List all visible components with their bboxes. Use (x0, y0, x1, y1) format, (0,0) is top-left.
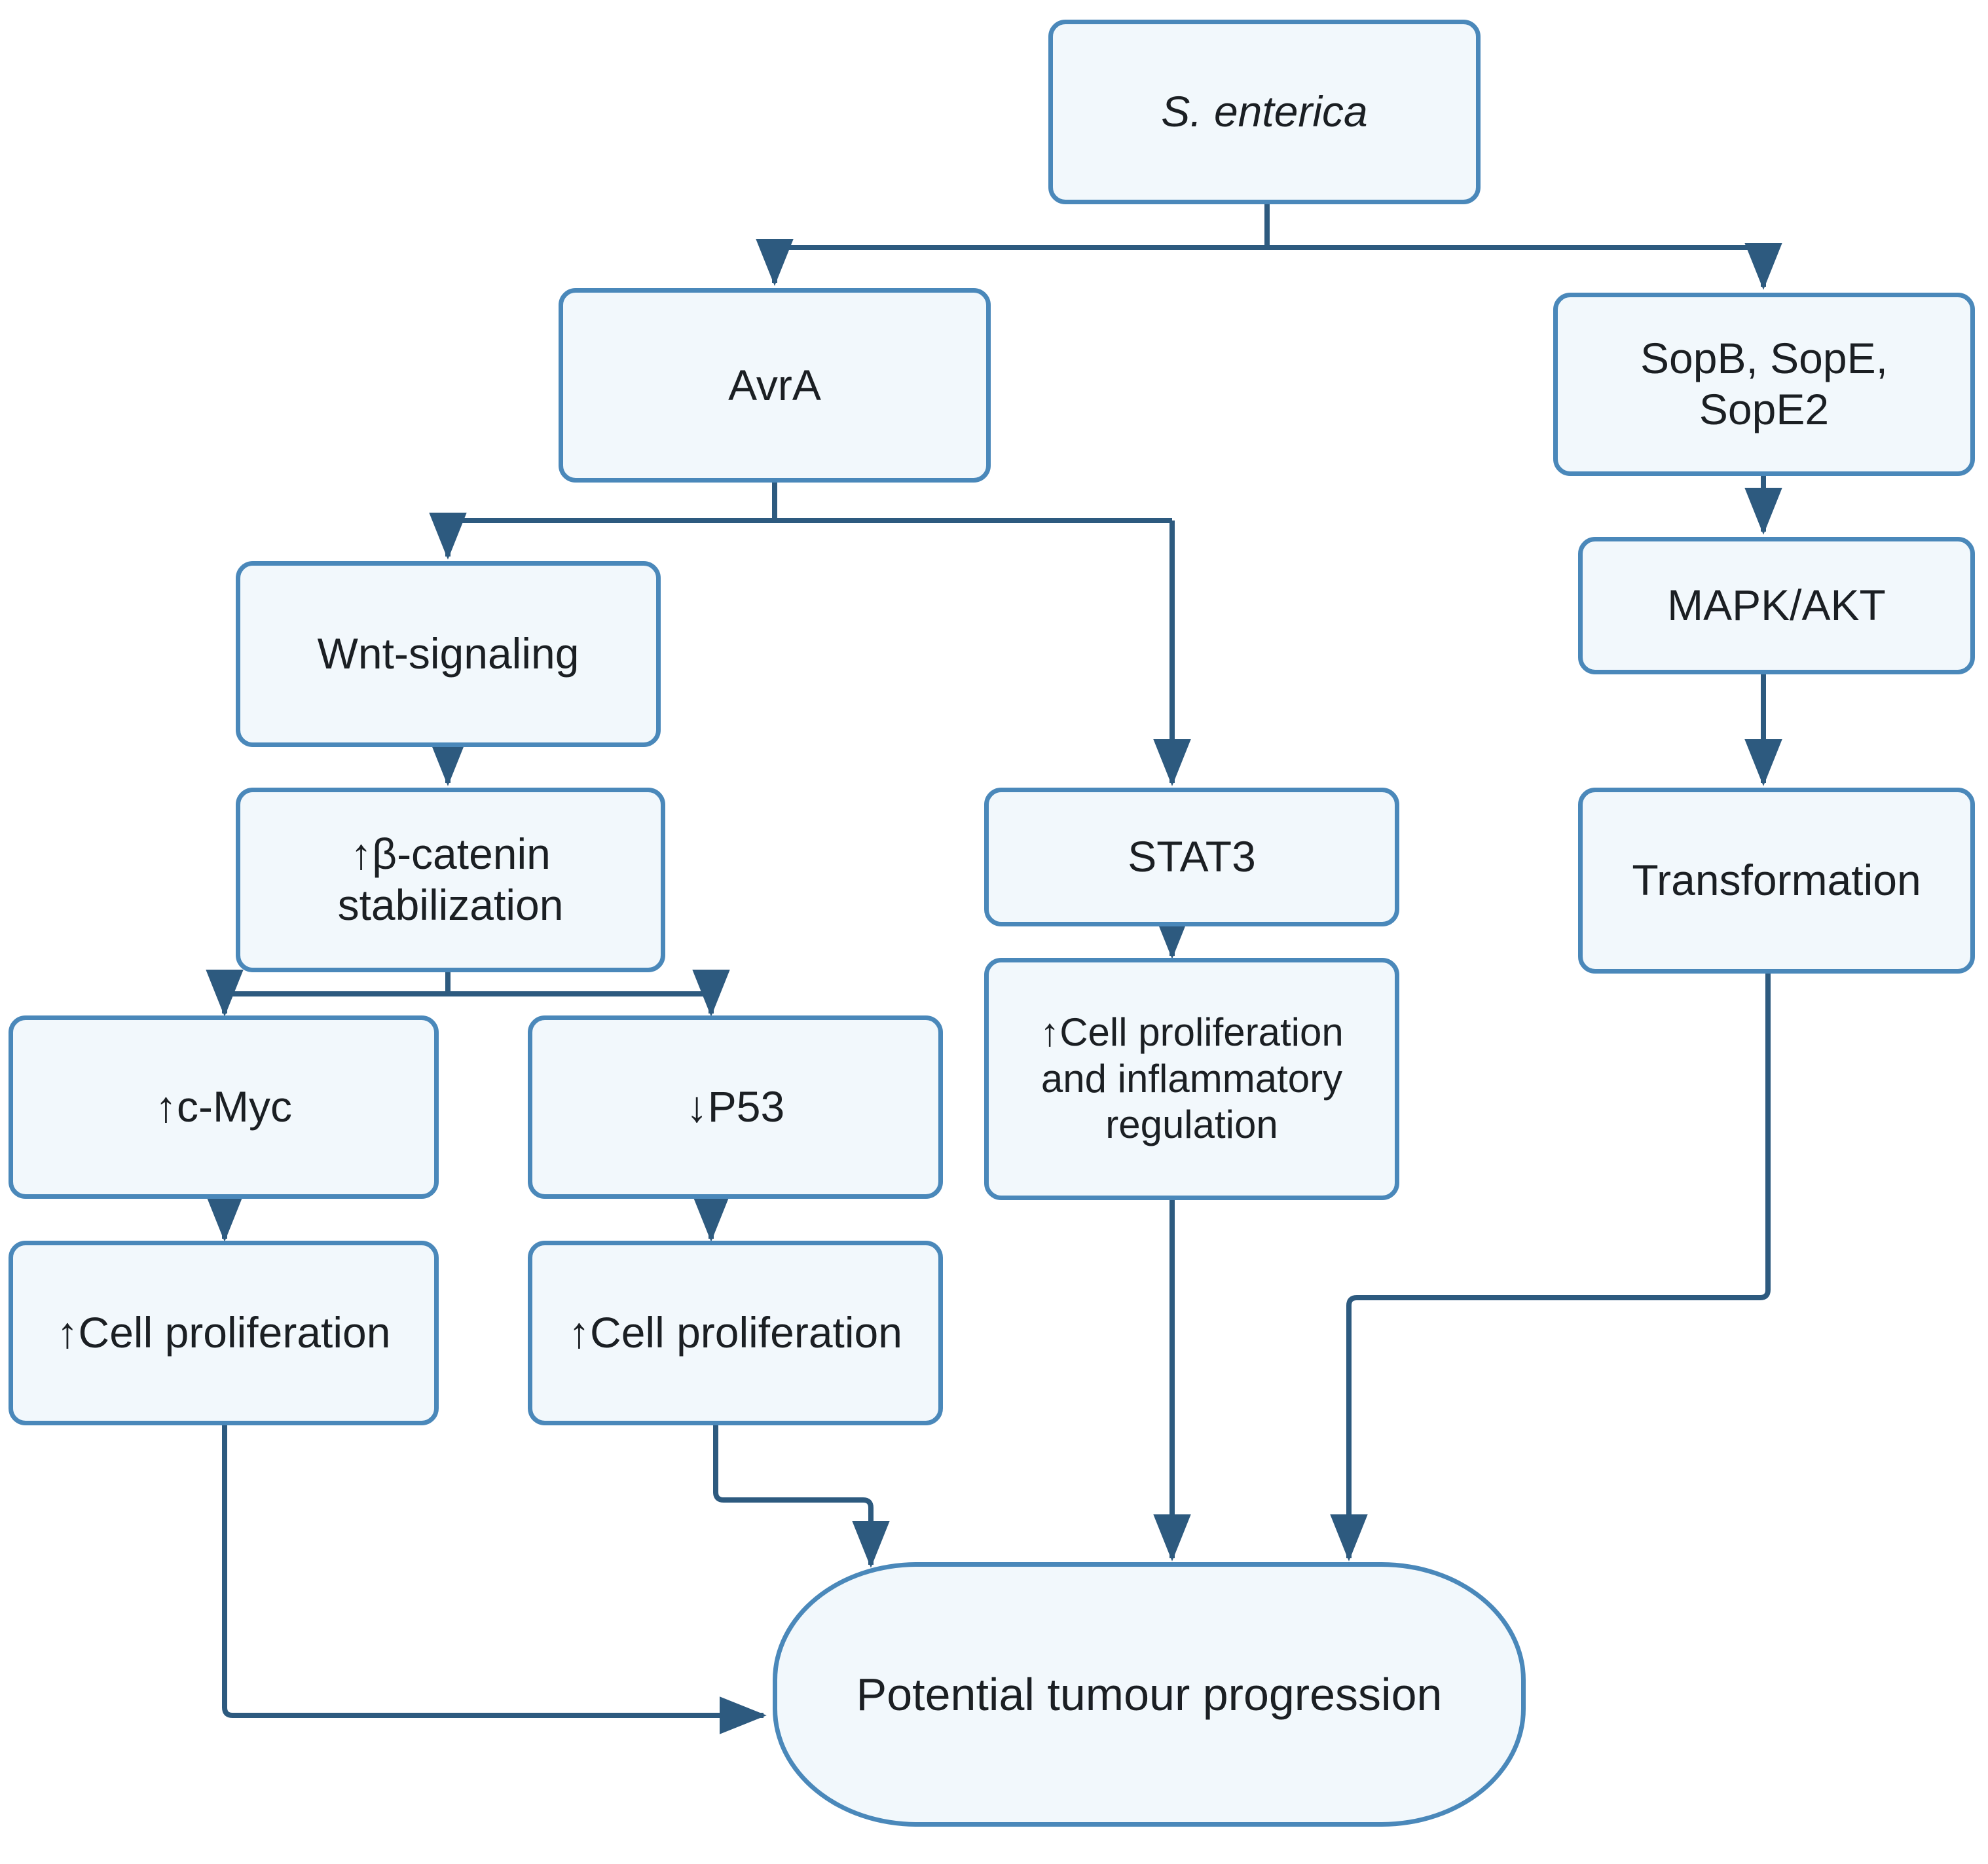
node-s-enterica[interactable]: S. enterica (1048, 20, 1481, 204)
node-wnt-signaling[interactable]: Wnt-signaling (236, 561, 661, 747)
node-proliferation-inflammatory[interactable]: ↑Cell proliferation and inflammatory reg… (984, 958, 1399, 1200)
node-transformation[interactable]: Transformation (1578, 788, 1975, 974)
node-cell-proliferation-mid[interactable]: ↑Cell proliferation (528, 1241, 943, 1425)
node-s-enterica-label: S. enterica (1161, 87, 1368, 136)
node-c-myc-label: ↑c-Myc (155, 1082, 292, 1131)
node-beta-catenin-label: ↑β-catenin stabilization (337, 830, 564, 929)
node-stat3-label: STAT3 (1128, 832, 1256, 881)
node-cell-proliferation-left-label: ↑Cell proliferation (56, 1308, 391, 1357)
node-stat3[interactable]: STAT3 (984, 788, 1399, 926)
node-beta-catenin[interactable]: ↑β-catenin stabilization (236, 788, 665, 972)
node-avra-label: AvrA (728, 360, 821, 409)
node-potential-tumour-progression-label: Potential tumour progression (856, 1668, 1443, 1720)
node-sop-effectors[interactable]: SopB, SopE, SopE2 (1553, 293, 1975, 476)
edge-cell-prolif-left-to-tumour (222, 1425, 767, 1734)
node-transformation-label: Transformation (1632, 856, 1921, 905)
node-cell-proliferation-mid-label: ↑Cell proliferation (568, 1308, 902, 1357)
node-c-myc[interactable]: ↑c-Myc (9, 1015, 439, 1199)
node-mapk-akt-label: MAPK/AKT (1667, 581, 1886, 630)
node-sop-effectors-label: SopB, SopE, SopE2 (1640, 334, 1888, 433)
edge-transformation-to-tumour (1330, 974, 1771, 1562)
edge-cell-prolif-mid-to-tumour (713, 1425, 890, 1568)
node-wnt-signaling-label: Wnt-signaling (317, 629, 580, 678)
node-p53[interactable]: ↓P53 (528, 1015, 943, 1199)
node-potential-tumour-progression[interactable]: Potential tumour progression (773, 1562, 1526, 1827)
node-cell-proliferation-left[interactable]: ↑Cell proliferation (9, 1241, 439, 1425)
node-mapk-akt[interactable]: MAPK/AKT (1578, 537, 1975, 674)
node-p53-label: ↓P53 (686, 1082, 785, 1131)
node-proliferation-inflammatory-label: ↑Cell proliferation and inflammatory reg… (1040, 1010, 1344, 1147)
node-avra[interactable]: AvrA (559, 288, 991, 483)
